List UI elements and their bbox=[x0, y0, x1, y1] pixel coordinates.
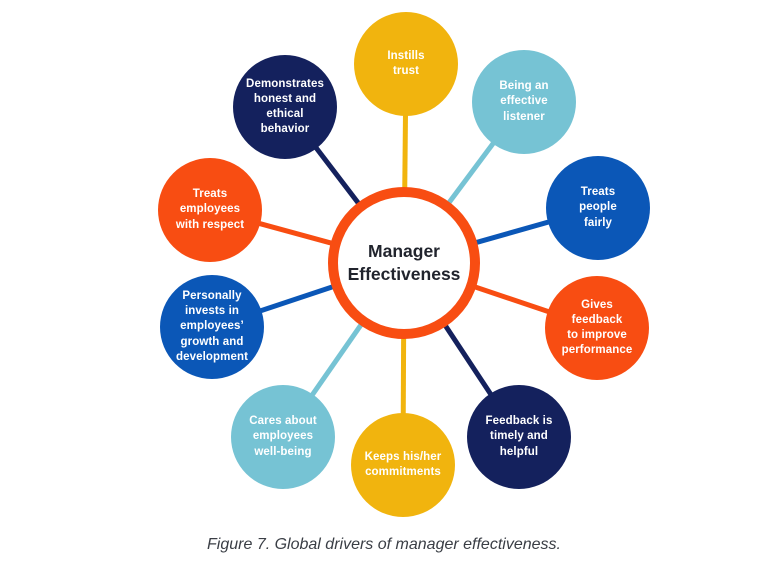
node-gives-feedback: Gives feedback to improve performance bbox=[545, 276, 649, 380]
node-treats-people-fairly: Treats people fairly bbox=[546, 156, 650, 260]
hub-manager-effectiveness: Manager Effectiveness bbox=[328, 187, 480, 339]
node-treats-employees-respect: Treats employees with respect bbox=[158, 158, 262, 262]
node-keeps-commitments: Keeps his/her commitments bbox=[351, 413, 455, 517]
node-cares-about-wellbeing: Cares about employees well-being bbox=[231, 385, 335, 489]
figure-caption: Figure 7. Global drivers of manager effe… bbox=[207, 536, 561, 553]
node-demonstrates-honest: Demonstrates honest and ethical behavior bbox=[233, 55, 337, 159]
node-personally-invests: Personally invests in employees’ growth … bbox=[160, 275, 264, 379]
node-instills-trust: Instills trust bbox=[354, 12, 458, 116]
node-effective-listener: Being an effective listener bbox=[472, 50, 576, 154]
node-feedback-timely: Feedback is timely and helpful bbox=[467, 385, 571, 489]
